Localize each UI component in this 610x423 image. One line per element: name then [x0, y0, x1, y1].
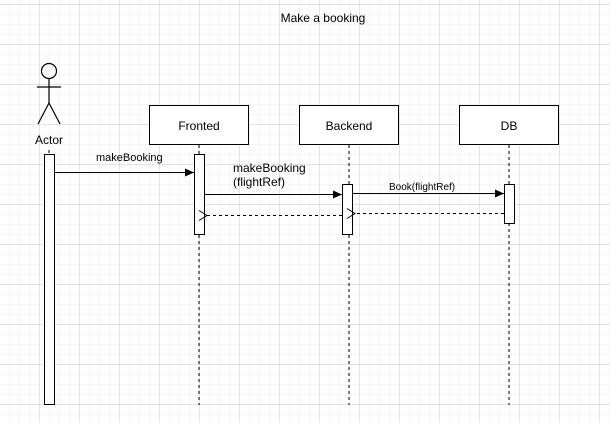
actor-figure-icon[interactable]	[37, 62, 61, 125]
message-make-booking-label: makeBooking	[96, 152, 163, 164]
participant-frontend-label: Fronted	[178, 119, 219, 133]
db-activation-bar[interactable]	[504, 184, 515, 224]
message-make-booking-flightref-label-line1: makeBooking	[233, 161, 306, 175]
participant-db[interactable]: DB	[459, 105, 559, 145]
message-make-booking[interactable]: makeBooking	[55, 152, 194, 177]
message-make-booking-flightref-label-line2: (flightRef)	[233, 175, 285, 189]
actor-label: Actor	[35, 133, 63, 147]
diagram-title: Make a booking	[281, 11, 366, 25]
participant-backend-label: Backend	[326, 119, 373, 133]
actor-activation-bar[interactable]	[44, 154, 55, 405]
participant-frontend[interactable]: Fronted	[149, 105, 249, 145]
message-make-booking-flightref[interactable]: makeBooking (flightRef)	[205, 161, 342, 199]
message-book-flightref[interactable]: Book(flightRef)	[353, 182, 504, 198]
participant-backend[interactable]: Backend	[299, 105, 399, 145]
participant-db-label: DB	[501, 119, 518, 133]
backend-activation-bar[interactable]	[342, 184, 353, 235]
frontend-activation-bar[interactable]	[194, 154, 205, 235]
message-book-flightref-label: Book(flightRef)	[389, 182, 455, 193]
